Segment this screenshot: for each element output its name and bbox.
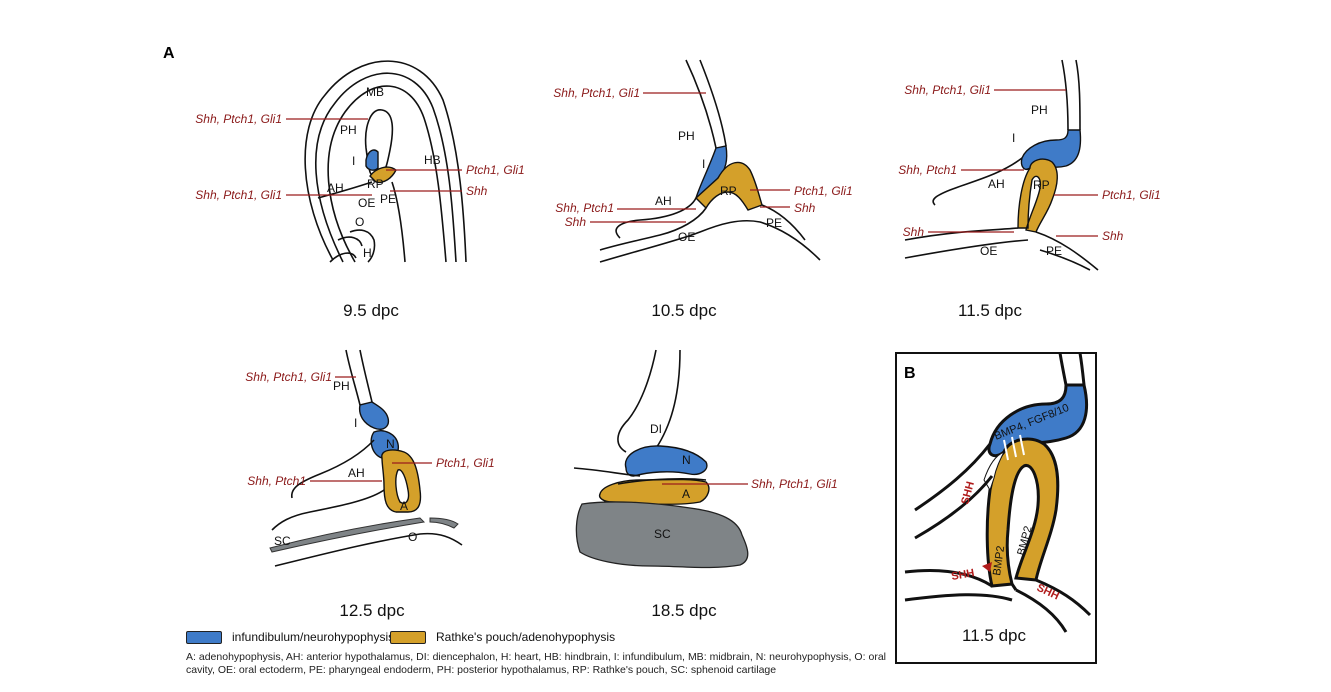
label-sc: SC xyxy=(654,527,671,541)
gene-125-2: Ptch1, Gli1 xyxy=(436,456,495,470)
caption-11-5-dpc: 11.5 dpc xyxy=(958,301,1022,320)
label-rp: RP xyxy=(720,184,737,198)
abbreviations-text: A: adenohypophysis, AH: anterior hypotha… xyxy=(186,651,886,676)
gene-105-1: Shh, Ptch1, Gli1 xyxy=(553,86,640,100)
label-sc: SC xyxy=(274,534,291,548)
caption-panel-b: 11.5 dpc xyxy=(962,626,1026,645)
gene-105-5: Shh xyxy=(794,201,816,215)
label-ah: AH xyxy=(655,194,672,208)
gene-95-4: Shh xyxy=(466,184,488,198)
label-oe: OE xyxy=(980,244,997,258)
legend-item-rathke: Rathke's pouch/adenohypophysis xyxy=(390,630,615,644)
legend-item-infundibulum: infundibulum/neurohypophysis xyxy=(186,630,394,644)
label-rp: RP xyxy=(1033,178,1050,192)
caption-10-5-dpc: 10.5 dpc xyxy=(651,301,717,320)
label-h: H xyxy=(363,246,372,260)
label-ph: PH xyxy=(340,123,357,137)
label-i: I xyxy=(702,157,705,171)
label-o: O xyxy=(408,530,417,544)
legend-swatch-blue xyxy=(186,631,222,644)
legend-label-rathke: Rathke's pouch/adenohypophysis xyxy=(436,630,615,644)
gene-115-1: Shh, Ptch1, Gli1 xyxy=(904,83,991,97)
label-di: DI xyxy=(650,422,662,436)
label-pe: PE xyxy=(380,192,396,206)
label-i: I xyxy=(352,154,355,168)
gene-105-3: Shh, Ptch1 xyxy=(555,201,614,215)
gene-105-2: Ptch1, Gli1 xyxy=(794,184,853,198)
panel-b: B BMP4, FGF8/10 BMP2 BMP2 SHH SHH SHH 11… xyxy=(896,353,1096,663)
label-a: A xyxy=(400,499,408,513)
label-ph: PH xyxy=(1031,103,1048,117)
label-rp: RP xyxy=(367,177,384,191)
gene-115-2: Shh, Ptch1 xyxy=(898,163,957,177)
label-mb: MB xyxy=(366,85,384,99)
label-ph: PH xyxy=(333,379,350,393)
gene-115-5: Shh xyxy=(1102,229,1124,243)
caption-9-5-dpc: 9.5 dpc xyxy=(343,301,399,320)
panel-label-b: B xyxy=(904,365,916,382)
label-ah: AH xyxy=(348,466,365,480)
label-oe: OE xyxy=(678,230,695,244)
gene-95-1: Shh, Ptch1, Gli1 xyxy=(195,112,282,126)
gene-125-3: Shh, Ptch1 xyxy=(247,474,306,488)
legend-swatch-gold xyxy=(390,631,426,644)
label-n: N xyxy=(386,437,395,451)
diagram-9-5-dpc: MB PH I HB AH RP OE PE O H Shh, Ptch1, G… xyxy=(195,61,524,320)
label-oe: OE xyxy=(358,196,375,210)
label-hb: HB xyxy=(424,153,441,167)
gene-95-3: Shh, Ptch1, Gli1 xyxy=(195,188,282,202)
label-o: O xyxy=(355,215,364,229)
legend-label-infundibulum: infundibulum/neurohypophysis xyxy=(232,630,394,644)
panel-label-a: A xyxy=(163,45,175,62)
gene-185-1: Shh, Ptch1, Gli1 xyxy=(751,477,838,491)
caption-18-5-dpc: 18.5 dpc xyxy=(651,601,717,620)
gene-115-3: Ptch1, Gli1 xyxy=(1102,188,1161,202)
diagram-11-5-dpc-a: PH I AH RP OE PE Shh, Ptch1, Gli1 Shh, P… xyxy=(898,60,1160,320)
label-ah: AH xyxy=(988,177,1005,191)
diagram-18-5-dpc: DI N A SC Shh, Ptch1, Gli1 18.5 dpc xyxy=(574,350,838,620)
diagram-10-5-dpc: PH I AH RP PE OE Shh, Ptch1, Gli1 Ptch1,… xyxy=(553,60,852,320)
gene-105-4: Shh xyxy=(565,215,587,229)
label-pe: PE xyxy=(766,216,782,230)
label-a: A xyxy=(682,487,690,501)
label-ph: PH xyxy=(678,129,695,143)
gene-125-1: Shh, Ptch1, Gli1 xyxy=(245,370,332,384)
label-i: I xyxy=(354,416,357,430)
label-n: N xyxy=(682,453,691,467)
gene-95-2: Ptch1, Gli1 xyxy=(466,163,525,177)
label-ah: AH xyxy=(327,181,344,195)
label-i: I xyxy=(1012,131,1015,145)
label-pe: PE xyxy=(1046,244,1062,258)
gene-115-4: Shh xyxy=(903,225,925,239)
caption-12-5-dpc: 12.5 dpc xyxy=(339,601,405,620)
diagram-12-5-dpc: PH I N AH A SC O Shh, Ptch1, Gli1 Ptch1,… xyxy=(245,350,494,620)
